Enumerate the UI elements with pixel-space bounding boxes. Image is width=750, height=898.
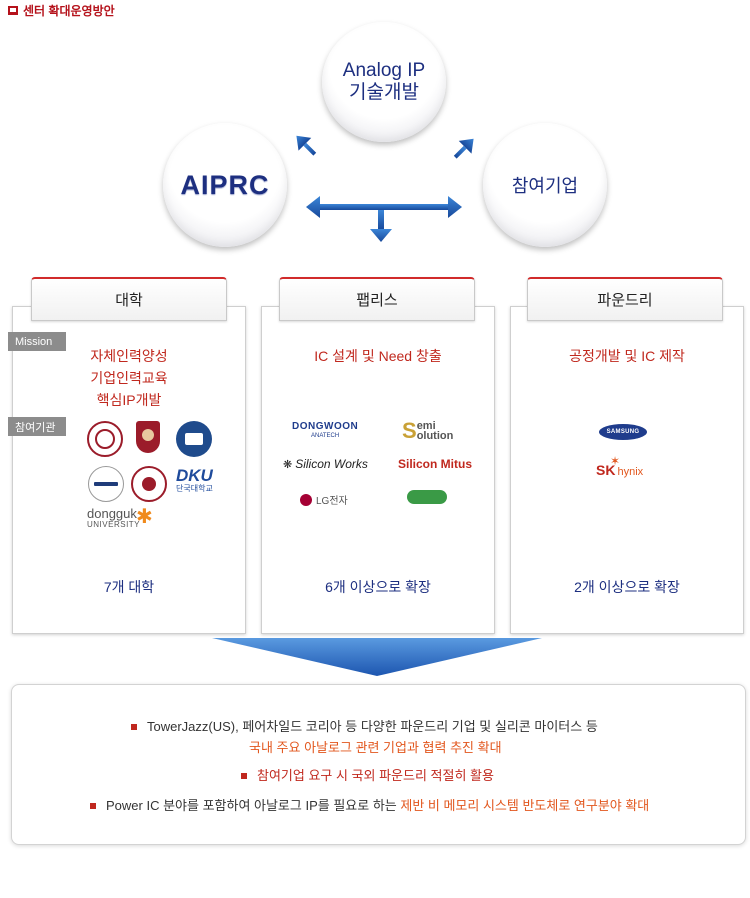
section-title: 센터 확대운영방안 [8, 2, 115, 19]
fabless-panel [261, 306, 495, 634]
square-bullet-icon [8, 6, 18, 15]
mission-line: IC 설계 및 Need 창출 [314, 348, 442, 364]
dongwoon-logo-name: DONGWOON [292, 421, 359, 432]
company-green-logo-icon [407, 490, 447, 504]
mission-line: 공정개발 및 IC 제작 [569, 348, 685, 364]
tab-fabless: 팹리스 [279, 277, 475, 321]
siliconworks-logo-name: Silicon Works [295, 457, 368, 471]
dongwoon-logo-sub: ANATECH [310, 433, 340, 439]
arrow-up-left-icon [453, 138, 474, 159]
siliconworks-logo: ❋ Silicon Works [283, 457, 368, 471]
university-seal-icon [88, 466, 124, 502]
fabless-footer: 6개 이상으로 확장 [325, 579, 431, 595]
dku-logo: DKU 단국대학교 [176, 467, 213, 494]
sk-butterfly-icon: ✶ [610, 454, 621, 468]
double-arrow-horizontal-icon [306, 196, 462, 218]
semisolution-logo: S emi olution [402, 418, 454, 443]
tab-fabless-label: 팹리스 [356, 292, 398, 309]
foundry-footer: 2개 이상으로 확장 [574, 579, 680, 595]
partner-label: 참여기업 [511, 176, 579, 196]
skhynix-logo-hynix: hynix [617, 466, 644, 478]
summary-line-2: 참여기업 요구 시 국외 파운드리 적절히 활용 [241, 765, 494, 784]
arrow-up-right-icon [296, 135, 317, 156]
samsung-logo: SAMSUNG [599, 424, 647, 440]
university-mission: 자체인력양성 기업인력교육 핵심IP개발 [12, 345, 246, 411]
section-title-text: 센터 확대운영방안 [23, 4, 115, 18]
summary-line-1-text: TowerJazz(US), 페어차일드 코리아 등 다양한 파운드리 기업 및… [147, 719, 598, 734]
university-footer: 7개 대학 [103, 579, 155, 595]
university-panel [12, 306, 246, 634]
siliconmitus-logo: Silicon Mitus [398, 457, 472, 471]
analog-ip-subtitle: 기술개발 [349, 82, 419, 103]
dongwoon-logo: DONGWOON ANATECH [292, 421, 358, 440]
aiprc-circle: AIPRC [163, 123, 287, 247]
tab-university-label: 대학 [115, 292, 143, 309]
partner-circle: 참여기업 [483, 123, 607, 247]
mission-label: Mission [8, 332, 66, 351]
university-seal-icon [87, 421, 123, 457]
summary-line-3-text: Power IC 분야를 포함하여 아날로그 IP를 필요로 하는 [106, 798, 401, 813]
summary-line-1b: 국내 주요 아날로그 관련 기업과 협력 추진 확대 [249, 740, 502, 755]
mission-line: 기업인력교육 [90, 370, 168, 386]
mission-line: 핵심IP개발 [96, 392, 162, 408]
participants-label: 참여기관 [8, 417, 66, 436]
samsung-logo-name: SAMSUNG [606, 429, 640, 435]
mission-line: 자체인력양성 [90, 348, 168, 364]
siliconmitus-logo-name: Silicon Mitus [398, 457, 473, 471]
lg-mark-icon [300, 493, 312, 506]
dongguk-logo-sub: UNIVERSITY [87, 520, 141, 529]
mission-label-text: Mission [15, 335, 53, 348]
tab-foundry-label: 파운드리 [597, 292, 653, 309]
skhynix-logo-sk: SK [596, 462, 616, 478]
square-bullet-icon [131, 723, 137, 730]
square-bullet-icon [241, 772, 247, 779]
semisolution-logo-bottom: olution [416, 430, 454, 442]
semisolution-s-icon: S [402, 418, 417, 443]
dongguk-logo-name: dongguk [87, 506, 137, 521]
dku-logo-mark: DKU [176, 466, 213, 485]
summary-line-3-highlight: 제반 비 메모리 시스템 반도체로 연구분야 확대 [400, 798, 650, 813]
skhynix-logo: SK hynix [596, 462, 643, 478]
tab-university: 대학 [31, 277, 227, 321]
aiprc-label: AIPRC [180, 169, 270, 200]
semisolution-logo-top: emi [416, 420, 436, 432]
arrow-down-icon [370, 210, 392, 242]
dongguk-logo: dongguk UNIVERSITY [87, 507, 140, 530]
foundry-mission: 공정개발 및 IC 제작 [510, 345, 744, 367]
summary-line-3: Power IC 분야를 포함하여 아날로그 IP를 필요로 하는 제반 비 메… [90, 795, 649, 814]
university-shield-icon [136, 421, 160, 453]
analog-ip-circle: Analog IP 기술개발 [322, 22, 446, 142]
university-seal-icon [131, 466, 167, 502]
participants-label-text: 참여기관 [15, 421, 56, 434]
summary-box [11, 684, 746, 845]
foundry-panel [510, 306, 744, 634]
dku-logo-text: 단국대학교 [176, 484, 213, 493]
tab-foundry: 파운드리 [527, 277, 723, 321]
dongguk-flower-icon: ✱ [136, 506, 153, 528]
siliconworks-mark-icon: ❋ [283, 458, 293, 471]
analog-ip-title: Analog IP [342, 60, 426, 81]
square-bullet-icon [90, 802, 96, 809]
summary-line-2-text: 참여기업 요구 시 국외 파운드리 적절히 활용 [257, 768, 494, 783]
fabless-mission: IC 설계 및 Need 창출 [261, 345, 495, 367]
summary-line-1: TowerJazz(US), 페어차일드 코리아 등 다양한 파운드리 기업 및… [131, 716, 598, 735]
funnel-arrow-icon [212, 638, 542, 676]
lg-logo: LG전자 [300, 492, 348, 507]
university-seal-icon [176, 421, 212, 457]
lg-logo-name: LG전자 [316, 496, 348, 507]
